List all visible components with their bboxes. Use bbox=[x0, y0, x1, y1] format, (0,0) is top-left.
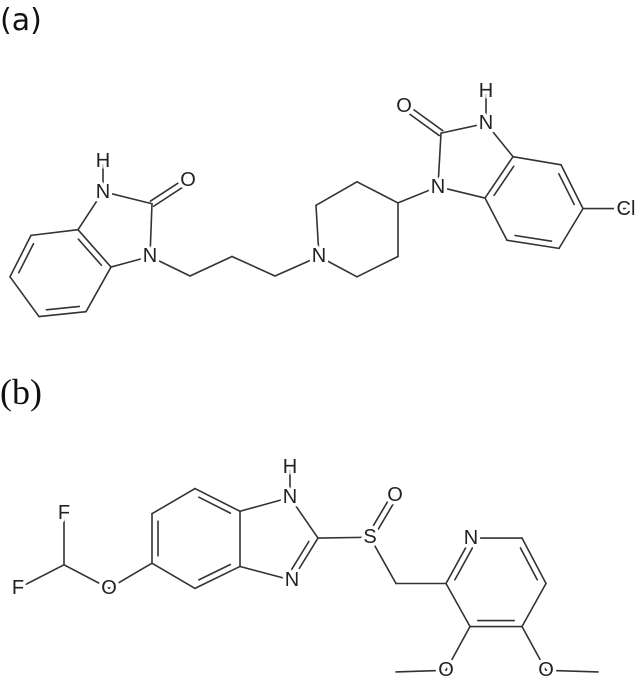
bond bbox=[514, 234, 553, 242]
bond bbox=[289, 540, 310, 572]
bond bbox=[395, 669, 447, 673]
bond bbox=[198, 496, 232, 514]
bond bbox=[440, 122, 487, 134]
bond bbox=[318, 255, 358, 278]
bond bbox=[149, 202, 153, 258]
bond bbox=[110, 255, 151, 268]
atom-o: O bbox=[396, 95, 412, 117]
atom-n-piperidine: N bbox=[312, 245, 326, 267]
bond bbox=[558, 207, 584, 250]
bond bbox=[198, 563, 232, 581]
bond bbox=[545, 669, 599, 673]
bond bbox=[484, 155, 514, 199]
bond bbox=[77, 228, 112, 268]
bond bbox=[437, 132, 442, 188]
bond bbox=[291, 537, 319, 582]
bond bbox=[102, 190, 153, 205]
bond bbox=[371, 495, 399, 540]
bond bbox=[45, 305, 81, 311]
bond bbox=[506, 239, 560, 250]
bond bbox=[315, 181, 358, 207]
bond bbox=[560, 163, 584, 210]
bond bbox=[437, 185, 486, 199]
bonds bbox=[9, 90, 627, 673]
bond bbox=[30, 228, 79, 237]
bond bbox=[239, 496, 291, 513]
atom-o: O bbox=[538, 659, 554, 681]
atom-n: N bbox=[96, 181, 110, 203]
bond bbox=[289, 496, 319, 539]
bond bbox=[315, 204, 320, 258]
bond bbox=[356, 181, 399, 204]
bond bbox=[317, 536, 371, 539]
bond bbox=[149, 255, 191, 277]
bond bbox=[401, 107, 441, 137]
atom-o: O bbox=[387, 484, 403, 506]
bond bbox=[9, 275, 40, 318]
bond bbox=[521, 537, 547, 585]
bond bbox=[493, 165, 515, 197]
bond bbox=[152, 181, 191, 208]
bond bbox=[17, 242, 35, 274]
structure-a: (a) N H O N N N O N H Cl bbox=[0, 3, 639, 271]
structure-b: (b) F F O N H N S O N O O bbox=[0, 372, 557, 685]
atom-n-pyridine: N bbox=[464, 527, 478, 549]
bond bbox=[108, 562, 153, 590]
bond bbox=[519, 547, 539, 581]
bond bbox=[445, 582, 471, 628]
atom-cl: Cl bbox=[617, 198, 636, 220]
bond bbox=[77, 190, 104, 231]
panel-label-a: (a) bbox=[0, 3, 42, 38]
bond bbox=[484, 197, 508, 242]
bond bbox=[397, 185, 439, 204]
bond bbox=[485, 122, 514, 158]
panel-label-b: (b) bbox=[0, 372, 42, 412]
bond bbox=[9, 234, 32, 278]
atom-s: S bbox=[363, 526, 376, 548]
bond bbox=[151, 562, 196, 590]
bond bbox=[512, 155, 562, 166]
atom-o: O bbox=[101, 577, 117, 599]
atom-n: N bbox=[143, 245, 157, 267]
bond bbox=[149, 176, 188, 203]
bond bbox=[356, 255, 399, 278]
bond bbox=[366, 492, 394, 537]
atom-h: H bbox=[283, 456, 297, 478]
atom-n: N bbox=[285, 569, 299, 591]
bond bbox=[85, 266, 112, 313]
bond bbox=[77, 238, 103, 267]
atom-o: O bbox=[438, 659, 454, 681]
bond bbox=[404, 103, 444, 132]
bond bbox=[151, 487, 196, 515]
atom-h: H bbox=[96, 150, 110, 172]
bond bbox=[63, 564, 110, 590]
atom-n: N bbox=[479, 112, 493, 134]
bond bbox=[231, 255, 276, 277]
atom-f: F bbox=[12, 577, 24, 599]
bond bbox=[521, 582, 547, 628]
atom-n: N bbox=[283, 486, 297, 508]
bond bbox=[445, 625, 471, 672]
atom-f: F bbox=[58, 502, 70, 524]
atom-o: O bbox=[180, 169, 196, 191]
atom-n: N bbox=[431, 176, 445, 198]
bond bbox=[194, 565, 241, 590]
bond bbox=[558, 172, 576, 206]
bond bbox=[521, 625, 547, 672]
atom-h: H bbox=[479, 80, 493, 102]
bond bbox=[274, 255, 320, 277]
bond bbox=[17, 564, 65, 590]
bond bbox=[239, 565, 293, 582]
bond bbox=[38, 310, 87, 318]
bond bbox=[189, 255, 233, 277]
bond bbox=[369, 536, 397, 585]
bond bbox=[194, 487, 241, 513]
bond bbox=[454, 547, 474, 581]
bond bbox=[445, 537, 472, 585]
